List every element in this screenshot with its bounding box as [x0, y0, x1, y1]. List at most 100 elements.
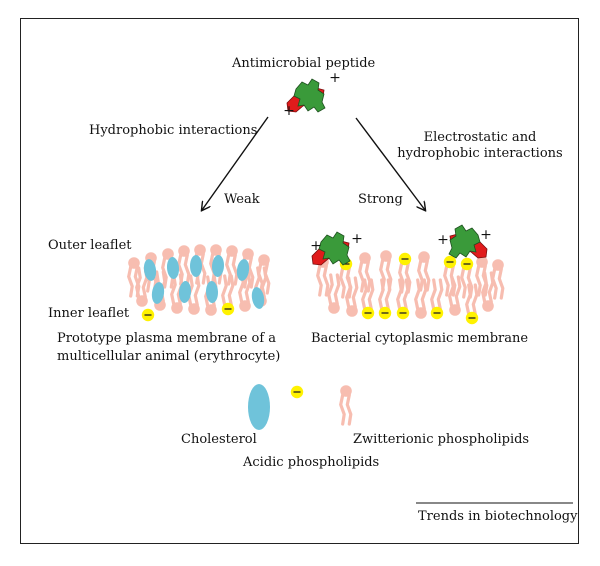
source-credit: Trends in biotechnology	[418, 509, 578, 524]
lipid-tail	[367, 278, 375, 311]
lipid-headgroup	[226, 245, 238, 257]
lipid-tail	[471, 283, 479, 316]
lipid-headgroup	[136, 295, 148, 307]
lipid-headgroup	[328, 302, 340, 314]
acidic-phospholipid	[141, 308, 155, 322]
lipid-tail	[487, 271, 495, 304]
lipid-tail	[199, 252, 207, 285]
lipid-headgroup	[210, 244, 222, 256]
lipid-headgroup	[258, 254, 270, 266]
bacterial-caption: Bacterial cytoplasmic membrane	[311, 331, 529, 346]
cholesterol	[190, 255, 202, 277]
lipid-tail	[231, 253, 239, 286]
zwitterionic-phospholipid	[339, 385, 353, 426]
lipid-headgroup	[194, 244, 206, 256]
lipid-headgroup	[162, 248, 174, 260]
lipid-tail	[333, 273, 341, 306]
plus-charge: +	[437, 232, 449, 248]
antimicrobial-peptide	[448, 224, 488, 259]
lipid-tail	[260, 266, 268, 299]
lipid-tail	[402, 278, 410, 311]
lipid-headgroup	[492, 259, 504, 271]
hydrophobic-label: Hydrophobic interactions	[89, 123, 258, 138]
lipid-tail	[127, 265, 134, 298]
lipid-tail	[351, 276, 359, 309]
peptide-green-domain	[293, 78, 326, 113]
erythrocyte-caption-line2: multicellular animal (erythrocyte)	[57, 349, 281, 364]
zwitterionic-phospholipid	[448, 275, 462, 316]
lipid-tail	[417, 259, 424, 292]
zwitterionic-phospholipid	[327, 273, 341, 314]
cholesterol	[178, 281, 192, 303]
acidic-phospholipid	[361, 278, 375, 320]
lipid-headgroup	[449, 304, 461, 316]
cholesterol	[211, 255, 225, 277]
lipid-tail	[436, 278, 444, 311]
electrostatic-label-line1: Electrostatic and	[423, 130, 537, 145]
cholesterol	[166, 257, 180, 279]
lipid-tail	[227, 274, 235, 307]
peptide-green-domain	[448, 224, 481, 259]
lipid-tail	[244, 271, 252, 304]
zwitterionic-phospholipid	[358, 252, 372, 293]
electrostatic-label-line2: hydrophobic interactions	[397, 146, 563, 161]
acidic-phospholipid	[221, 274, 235, 316]
plus-charge: +	[310, 238, 322, 254]
lipid-tail	[423, 259, 431, 292]
lipid-tail	[327, 273, 334, 306]
peptides: ++++++	[283, 70, 492, 266]
lipid-tail	[404, 261, 412, 294]
cholesterol-legend-label: Cholesterol	[181, 432, 257, 447]
lipid-headgroup	[476, 256, 488, 268]
lipid-headgroup	[359, 252, 371, 264]
lipid-tail	[396, 278, 403, 311]
lipid-tail	[420, 278, 428, 311]
legend-glyphs	[248, 384, 353, 430]
zwitterionic-phospholipid	[491, 259, 505, 300]
antimicrobial-peptide	[286, 78, 326, 113]
acidic-phospholipid	[290, 385, 304, 399]
lipid-tail	[454, 275, 462, 308]
lipid-headgroup	[188, 303, 200, 315]
cholesterol	[151, 282, 165, 304]
plus-charge: +	[480, 227, 492, 243]
peptide-green-domain	[318, 231, 351, 266]
lipid-tail	[225, 253, 232, 286]
lipid-headgroup	[380, 250, 392, 262]
bacterial-membrane	[316, 250, 505, 325]
erythrocyte-caption-line1: Prototype plasma membrane of a	[57, 331, 277, 346]
cholesterol	[205, 281, 219, 303]
lipid-tail	[345, 393, 353, 426]
lipid-headgroup	[346, 305, 358, 317]
lipid-tail	[491, 267, 498, 300]
lipid-tail	[339, 266, 346, 299]
lipid-tail	[414, 278, 421, 311]
zwitterionic-phospholipid	[225, 245, 239, 286]
lipid-tail	[364, 260, 372, 293]
lipid-tail	[361, 278, 368, 311]
plus-charge: +	[329, 70, 341, 86]
lipid-tail	[384, 278, 392, 311]
inner-leaflet-label: Inner leaflet	[48, 306, 130, 321]
cholesterol	[248, 384, 270, 430]
lipid-tail	[430, 278, 437, 311]
lipid-tail	[497, 267, 505, 300]
cholesterol	[251, 287, 265, 309]
lipid-tail	[398, 261, 405, 294]
lipid-headgroup	[171, 302, 183, 314]
zwitterionic-phospholipid	[414, 278, 428, 319]
lipid-tail	[322, 264, 330, 297]
lipid-tail	[183, 253, 191, 286]
acidic-phospholipid	[378, 278, 392, 320]
zwitterionic-legend-label: Zwitterionic phospholipids	[353, 432, 530, 447]
arrow-right	[355, 117, 425, 210]
lipid-headgroup	[340, 385, 352, 397]
lipid-tail	[345, 276, 352, 309]
outer-leaflet-label: Outer leaflet	[48, 238, 132, 253]
weak-label: Weak	[224, 192, 260, 207]
lipid-tail	[481, 271, 488, 304]
strong-label: Strong	[358, 192, 403, 207]
lipid-headgroup	[415, 307, 427, 319]
acidic-phospholipid	[396, 278, 410, 320]
